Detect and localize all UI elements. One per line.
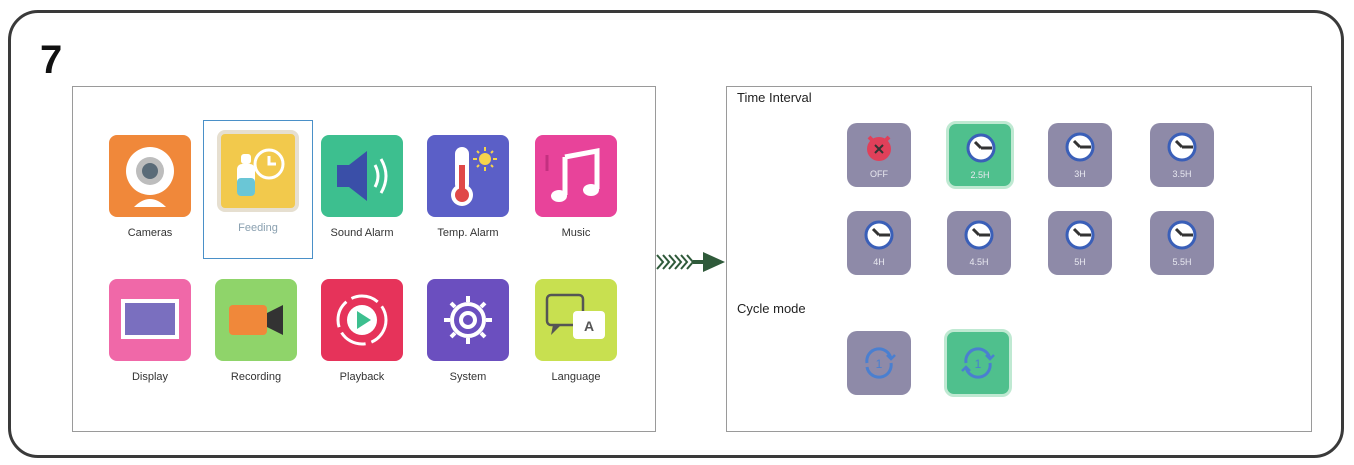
alarm-clock-off-icon (867, 135, 891, 161)
app-label: Temp. Alarm (437, 227, 499, 239)
interval-5.5h-button[interactable]: 5.5H (1150, 211, 1214, 275)
thermometer-icon (451, 147, 497, 206)
play-icon (336, 294, 388, 346)
display-icon (121, 299, 179, 339)
cycle-once-button[interactable]: 1 (847, 331, 911, 395)
arrow-right-icon (656, 252, 725, 272)
option-caption: 5H (1074, 257, 1086, 267)
app-sound-alarm[interactable]: Sound Alarm (314, 135, 410, 239)
app-label: Language (551, 371, 601, 383)
app-cameras[interactable]: Cameras (102, 135, 198, 239)
cycle-repeat-button[interactable]: 1 (944, 329, 1012, 397)
bottle-clock-icon (237, 148, 285, 196)
clock-icon (1065, 220, 1095, 250)
app-label: Display (131, 371, 169, 383)
option-caption: 4H (873, 257, 885, 267)
option-caption: 5.5H (1172, 257, 1192, 267)
gear-icon (444, 296, 492, 344)
language-icon: A (545, 293, 605, 339)
svg-text:A: A (584, 318, 594, 334)
app-temp-alarm[interactable]: Temp. Alarm (420, 135, 516, 239)
feeding-settings-screen (726, 86, 1312, 432)
interval-off-button[interactable]: OFF (847, 123, 911, 187)
svg-text:1: 1 (876, 357, 883, 371)
app-label: Music (561, 227, 591, 239)
instruction-frame (8, 10, 1344, 458)
app-system[interactable]: System (420, 279, 516, 383)
clock-icon (864, 220, 894, 250)
time-interval-title: Time Interval (737, 90, 812, 105)
app-recording[interactable]: Recording (208, 279, 304, 383)
clock-icon (1065, 132, 1095, 162)
option-caption: 3.5H (1172, 169, 1192, 179)
app-label: Feeding (238, 222, 278, 234)
selection-highlight (203, 120, 313, 259)
app-feeding[interactable]: Feeding (210, 130, 306, 234)
option-caption: 2.5H (970, 170, 990, 180)
interval-3.5h-button[interactable]: 3.5H (1150, 123, 1214, 187)
interval-2.5h-button[interactable]: 2.5H (946, 121, 1014, 189)
clock-icon (1167, 132, 1197, 162)
camera-icon (126, 147, 174, 207)
interval-4.5h-button[interactable]: 4.5H (947, 211, 1011, 275)
cycle-mode-title: Cycle mode (737, 301, 806, 316)
clock-icon (966, 133, 996, 163)
speaker-icon (337, 151, 388, 201)
option-caption: 3H (1074, 169, 1086, 179)
app-playback[interactable]: Playback (314, 279, 410, 383)
cycle-repeat-icon: 1 (961, 347, 995, 379)
app-display[interactable]: Display (102, 279, 198, 383)
app-label: Cameras (127, 227, 173, 239)
music-note-icon (545, 147, 600, 202)
app-music[interactable]: Music (528, 135, 624, 239)
app-language[interactable]: A Language (528, 279, 624, 383)
app-label: Recording (230, 371, 282, 383)
step-number: 7 (40, 38, 63, 82)
interval-4h-button[interactable]: 4H (847, 211, 911, 275)
svg-text:1: 1 (975, 357, 982, 371)
clock-icon (964, 220, 994, 250)
app-label: Sound Alarm (330, 227, 394, 239)
clock-icon (1167, 220, 1197, 250)
option-caption: OFF (870, 169, 888, 179)
video-camera-icon (229, 305, 283, 335)
app-label: System (449, 371, 487, 383)
interval-5h-button[interactable]: 5H (1048, 211, 1112, 275)
app-label: Playback (339, 371, 385, 383)
option-caption: 4.5H (969, 257, 989, 267)
interval-3h-button[interactable]: 3H (1048, 123, 1112, 187)
cycle-once-icon: 1 (865, 347, 896, 379)
